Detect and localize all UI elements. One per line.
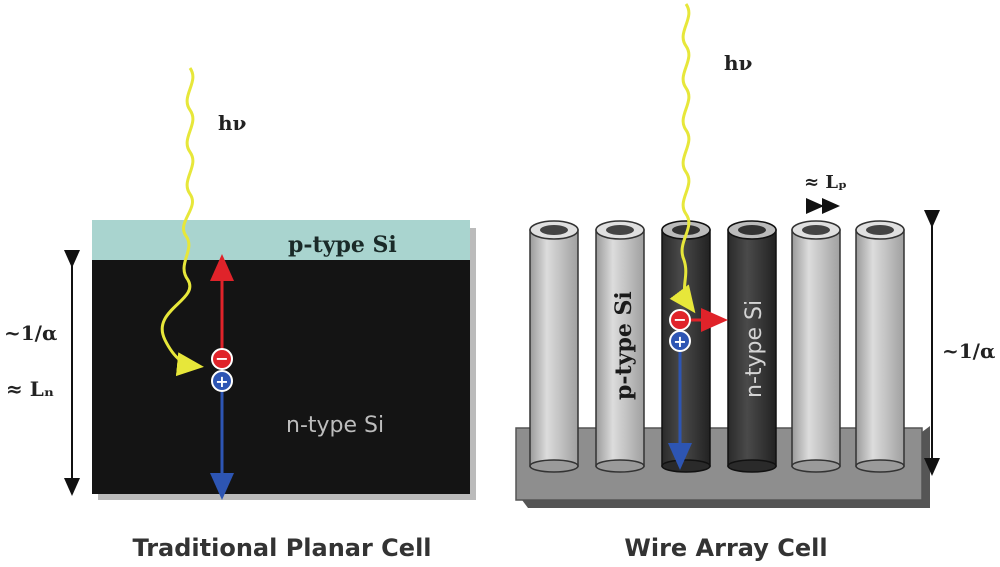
n-type-wire-label: n-type Si xyxy=(742,300,767,398)
wire-hole xyxy=(669,330,691,352)
wire-electron-symbol: − xyxy=(673,310,686,329)
wire-photon-ray xyxy=(669,3,696,314)
wire-6 xyxy=(855,220,905,473)
p-type-layer-label: p-type Si xyxy=(288,232,397,258)
wire-array-cell: p-type Si n-type Si hν xyxy=(515,3,995,562)
n-type-layer-label: n-type Si xyxy=(286,413,384,438)
planar-cell: p-type Si n-type Si hν − + ~1/α ≈ Lₙ Tra… xyxy=(4,67,476,562)
wire-spacing-label: ≈ Lₚ xyxy=(804,172,847,193)
wire-caption: Wire Array Cell xyxy=(624,534,827,562)
wire-photon-label: hν xyxy=(724,51,753,75)
wire-height-label: ~1/α xyxy=(942,339,995,363)
planar-electron-symbol: − xyxy=(215,349,228,368)
wire-5 xyxy=(791,220,841,473)
planar-hole xyxy=(211,370,233,392)
planar-depth-label: ~1/α xyxy=(4,321,57,345)
planar-hole-symbol: + xyxy=(215,372,228,391)
wire-1 xyxy=(529,220,579,473)
wire-base-plate xyxy=(515,427,923,501)
planar-photon-ray xyxy=(160,67,204,377)
planar-electron xyxy=(211,348,233,370)
wire-4-n-type: n-type Si xyxy=(727,220,777,473)
wire-hole-symbol: + xyxy=(673,332,686,351)
planar-diffusion-label: ≈ Lₙ xyxy=(6,377,54,401)
wire-2-p-type: p-type Si xyxy=(595,220,645,473)
planar-photon-label: hν xyxy=(218,111,247,135)
p-type-layer xyxy=(92,220,470,260)
n-type-bulk xyxy=(92,258,470,494)
planar-caption: Traditional Planar Cell xyxy=(132,534,431,562)
p-type-wire-label: p-type Si xyxy=(611,291,637,400)
